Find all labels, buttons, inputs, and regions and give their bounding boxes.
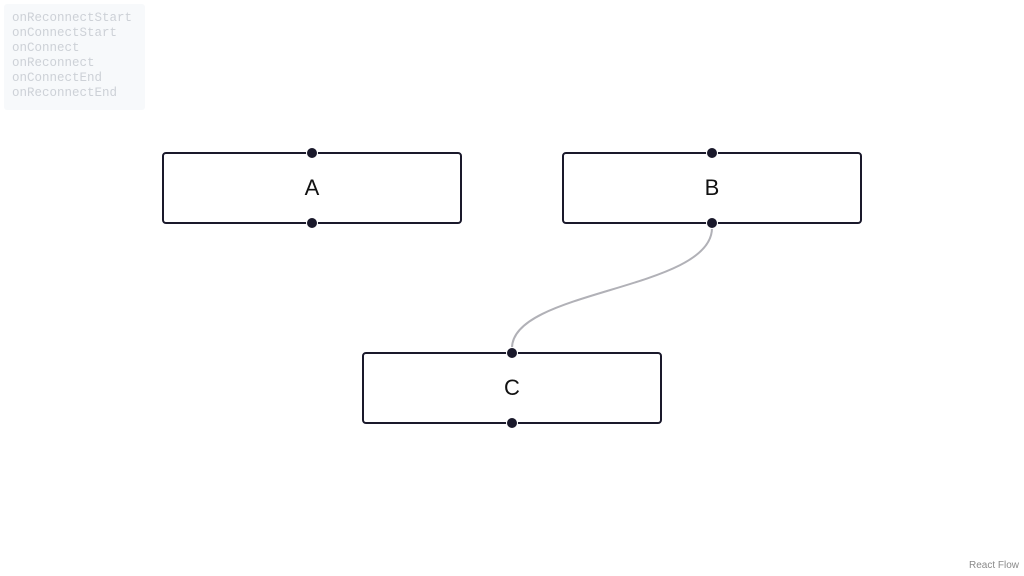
node-label: C (504, 375, 520, 400)
node-label: A (304, 175, 320, 200)
node-a[interactable]: A (162, 147, 462, 229)
node-b[interactable]: B (562, 147, 862, 229)
event-log-panel: onReconnectStart onConnectStart onConnec… (4, 4, 145, 110)
event-log-line: onConnectStart (12, 26, 118, 40)
source-handle-b[interactable] (706, 217, 718, 229)
node-label: B (704, 175, 720, 200)
event-log-line: onReconnectStart (12, 11, 133, 25)
event-log-line: onConnect (12, 41, 80, 55)
node-c[interactable]: C (362, 347, 662, 429)
source-handle-c[interactable] (506, 417, 518, 429)
target-handle-a[interactable] (306, 147, 318, 159)
event-log-line: onReconnect (12, 56, 95, 70)
event-log-line: onConnectEnd (12, 71, 103, 85)
edge-b-c[interactable] (511, 227, 713, 349)
source-handle-a[interactable] (306, 217, 318, 229)
attribution-link[interactable]: React Flow (966, 559, 1021, 572)
target-handle-b[interactable] (706, 147, 718, 159)
target-handle-c[interactable] (506, 347, 518, 359)
event-log-line: onReconnectEnd (12, 86, 118, 100)
